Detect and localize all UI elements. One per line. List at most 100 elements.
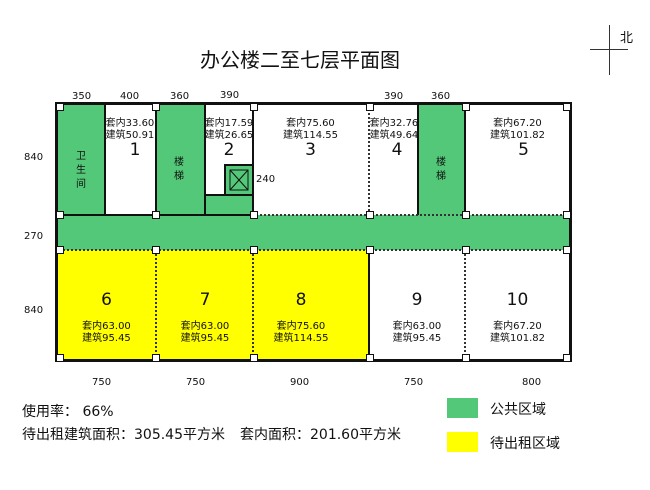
legend-label-rent: 待出租区域 [490,436,560,452]
room-number: 5 [518,140,529,160]
room-number: 8 [295,290,307,310]
dimension-label: 390 [384,91,404,102]
column [250,354,258,362]
elevator-lobby [205,195,253,215]
dimension-label: 840 [24,305,44,316]
partition [253,214,569,216]
outer-wall-right [569,102,572,362]
dimension-label: 270 [24,231,44,242]
column [152,246,160,254]
wall [205,194,253,196]
legend-label-public: 公共区域 [490,402,546,418]
room-gross-area: 建筑49.64 [369,130,419,141]
legend-swatch-public [447,398,478,418]
room-inner-area: 套内67.20 [493,118,542,129]
outer-wall-bottom [55,359,572,362]
compass: 北 [590,25,640,75]
legend-swatch-rent [447,432,478,452]
column [152,354,160,362]
outer-wall-left [55,102,58,362]
dimension-label: 900 [290,377,310,388]
room-inner-area: 套内75.60 [286,118,335,129]
column [366,246,374,254]
room-inner-area: 套内63.00 [392,321,442,332]
room-inner-area: 套内17.59 [204,118,254,129]
room-number: 6 [101,290,112,310]
room-gross-area: 建筑95.45 [82,333,131,344]
wall [104,105,106,215]
dimension-label: 750 [92,377,112,388]
column [563,211,571,219]
dimension-label: 360 [170,91,190,102]
column [250,246,258,254]
column [366,103,374,111]
room-number: 7 [199,290,211,310]
elevator-icon [224,164,254,196]
wall [368,250,370,360]
wall [252,105,254,215]
stair-2-area [418,105,465,215]
room-gross-area: 建筑50.91 [105,130,155,141]
column [56,354,64,362]
column [563,103,571,111]
room-gross-area: 建筑95.45 [392,333,442,344]
room-number: 3 [305,140,316,160]
room-inner-area: 套内75.60 [276,321,326,332]
room-number: 10 [506,290,529,310]
column [366,211,374,219]
room-number: 1 [129,140,141,160]
column [366,354,374,362]
column [563,354,571,362]
column [250,103,258,111]
rent-area-total: 待出租建筑面积：305.45平方米 [22,427,225,443]
room-inner-area: 套内33.60 [105,118,155,129]
room-gross-area: 建筑101.82 [490,130,545,141]
elevator-dimension: 240 [256,174,276,185]
room-gross-area: 建筑95.45 [180,333,230,344]
column [462,103,470,111]
column [462,211,470,219]
stair-1-area [157,105,205,215]
rent-area-6-8 [56,250,369,360]
dimension-label: 400 [120,91,140,102]
room-gross-area: 建筑114.55 [283,130,338,141]
partition [368,105,370,215]
dimension-label: 390 [220,90,240,101]
north-label: 北 [620,31,634,46]
room-inner-area: 套内67.20 [493,321,542,332]
toilet-area [58,105,105,215]
compass-horizontal-line [590,49,628,50]
corridor [56,215,570,250]
column [462,354,470,362]
room-inner-area: 套内63.00 [180,321,230,332]
column [250,211,258,219]
room-inner-area: 套内32.76 [369,118,419,129]
column [152,103,160,111]
wall [417,105,419,215]
wall [464,105,466,215]
compass-vertical-line [609,25,610,75]
dimension-label: 800 [522,377,542,388]
room-number: 9 [411,290,423,310]
column [56,211,64,219]
room-inner-area: 套内63.00 [82,321,131,332]
dimension-label: 750 [186,377,206,388]
partition [155,250,157,360]
column [56,246,64,254]
page-title: 办公楼二至七层平面图 [200,48,400,72]
column [462,246,470,254]
room-gross-area: 建筑101.82 [490,333,545,344]
outer-wall-top [55,102,572,105]
dimension-label: 750 [404,377,424,388]
room-gross-area: 建筑26.65 [204,130,254,141]
dimension-label: 360 [431,91,451,102]
wall [204,105,206,215]
partition [58,249,569,251]
column [152,211,160,219]
inner-area-total: 套内面积：201.60平方米 [240,427,401,443]
dimension-label: 840 [24,152,44,163]
room-gross-area: 建筑114.55 [273,333,329,344]
toilet-label: 卫生间 [76,151,86,190]
column [563,246,571,254]
stair-1-label: 楼梯 [174,157,184,182]
